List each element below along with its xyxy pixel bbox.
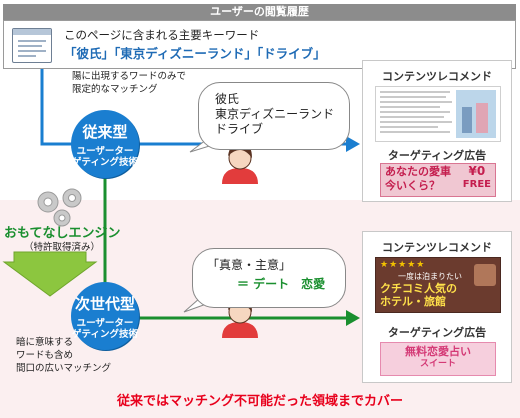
nextgen-speech-bubble: 「真意・主意」 ＝ デート 恋愛 (192, 248, 346, 308)
nextgen-arrow-head (346, 310, 360, 326)
hotel-small-text: 一度は泊まりたい (398, 272, 462, 281)
car-ad-line1: あなたの愛車 (385, 165, 451, 178)
engine-down-arrow (2, 251, 98, 297)
fortune-ad-banner: 無料恋愛占い スイート (380, 342, 496, 376)
hotel-big-text2: ホテル・旅館 (380, 295, 446, 308)
keyword-label: このページに含まれる主要キーワード (64, 28, 260, 42)
legacy-ad-heading: ターゲティング広告 (387, 149, 487, 162)
legacy-recommend-heading: コンテンツレコメンド (382, 70, 492, 83)
nextgen-note: 暗に意味する ワードも含め 間口の広いマッチング (16, 336, 116, 375)
legacy-note-line2: 限定的なマッチング (72, 84, 158, 95)
nextgen-circle-title: 次世代型 (74, 295, 135, 313)
legacy-bubble-line1: 彼氏 (215, 92, 240, 106)
footer-caption: 従来ではマッチング不可能だった領域までカバー (116, 394, 403, 409)
nextgen-note-line3: 間口の広いマッチング (16, 363, 112, 374)
legacy-speech-bubble: 彼氏 東京ディズニーランド ドライブ (198, 82, 350, 150)
gear-icon (37, 188, 82, 227)
hotel-photo (474, 264, 496, 286)
legacy-note-line1: 陽に出現するワードのみで (72, 71, 187, 82)
keyword-list: 「彼氏」「東京ディズニーランド」「ドライブ」 (64, 46, 326, 61)
car-ad-banner: あなたの愛車 今いくら？ ¥0 FREE (380, 163, 496, 197)
nextgen-bubble-line1: 「真意・主意」 (207, 258, 292, 272)
nextgen-recommend-heading: コンテンツレコメンド (382, 241, 492, 254)
hotel-big-text1: クチコミ人気の (380, 282, 457, 295)
legacy-circle-sub1: ユーザーター (76, 146, 134, 157)
nextgen-result-panel: コンテンツレコメンド ★★★★★ 一度は泊まりたい クチコミ人気の ホテル・旅館… (362, 231, 512, 383)
engine-name: おもてなしエンジン (4, 226, 121, 241)
nextgen-note-line1: 暗に意味する (16, 337, 74, 348)
webpage-icon (12, 28, 52, 63)
legacy-bubble-line2: 東京ディズニーランド (215, 107, 335, 121)
car-ad-line2: 今いくら？ (385, 179, 440, 192)
legacy-circle-title: 従来型 (82, 123, 128, 141)
legacy-recommend-article-image (375, 86, 501, 142)
legacy-bubble-line3: ドライブ (215, 122, 264, 136)
nextgen-circle-sub1: ユーザーター (76, 318, 134, 329)
legacy-circle-sub2: ゲティング技術 (72, 157, 138, 168)
fortune-ad-line1: 無料恋愛占い (405, 345, 471, 358)
nextgen-note-line2: ワードも含め (16, 350, 74, 361)
hotel-article-image: ★★★★★ 一度は泊まりたい クチコミ人気の ホテル・旅館 (375, 257, 501, 313)
car-ad-free: FREE (462, 179, 491, 190)
legacy-targeting-circle: 従来型 ユーザーター ゲティング技術 (71, 110, 139, 178)
rating-stars: ★★★★★ (380, 260, 426, 270)
history-title: ユーザーの閲覧履歴 (3, 4, 516, 20)
nextgen-bubble-line2: ＝ デート 恋愛 (237, 277, 326, 291)
nextgen-targeting-circle: 次世代型 ユーザーター ゲティング技術 (71, 282, 139, 350)
legacy-note: 陽に出現するワードのみで 限定的なマッチング (72, 70, 212, 96)
legacy-arrow-head (346, 136, 360, 152)
nextgen-ad-heading: ターゲティング広告 (387, 326, 487, 339)
legacy-result-panel: コンテンツレコメンド ターゲティング広告 あなたの愛車 今いくら？ ¥0 FRE… (362, 60, 512, 202)
fortune-ad-line2: スイート (419, 359, 456, 369)
nextgen-circle-sub2: ゲティング技術 (72, 329, 138, 340)
car-ad-price: ¥0 (468, 164, 486, 178)
engine-patent-note: （特許取得済み） (24, 242, 101, 253)
